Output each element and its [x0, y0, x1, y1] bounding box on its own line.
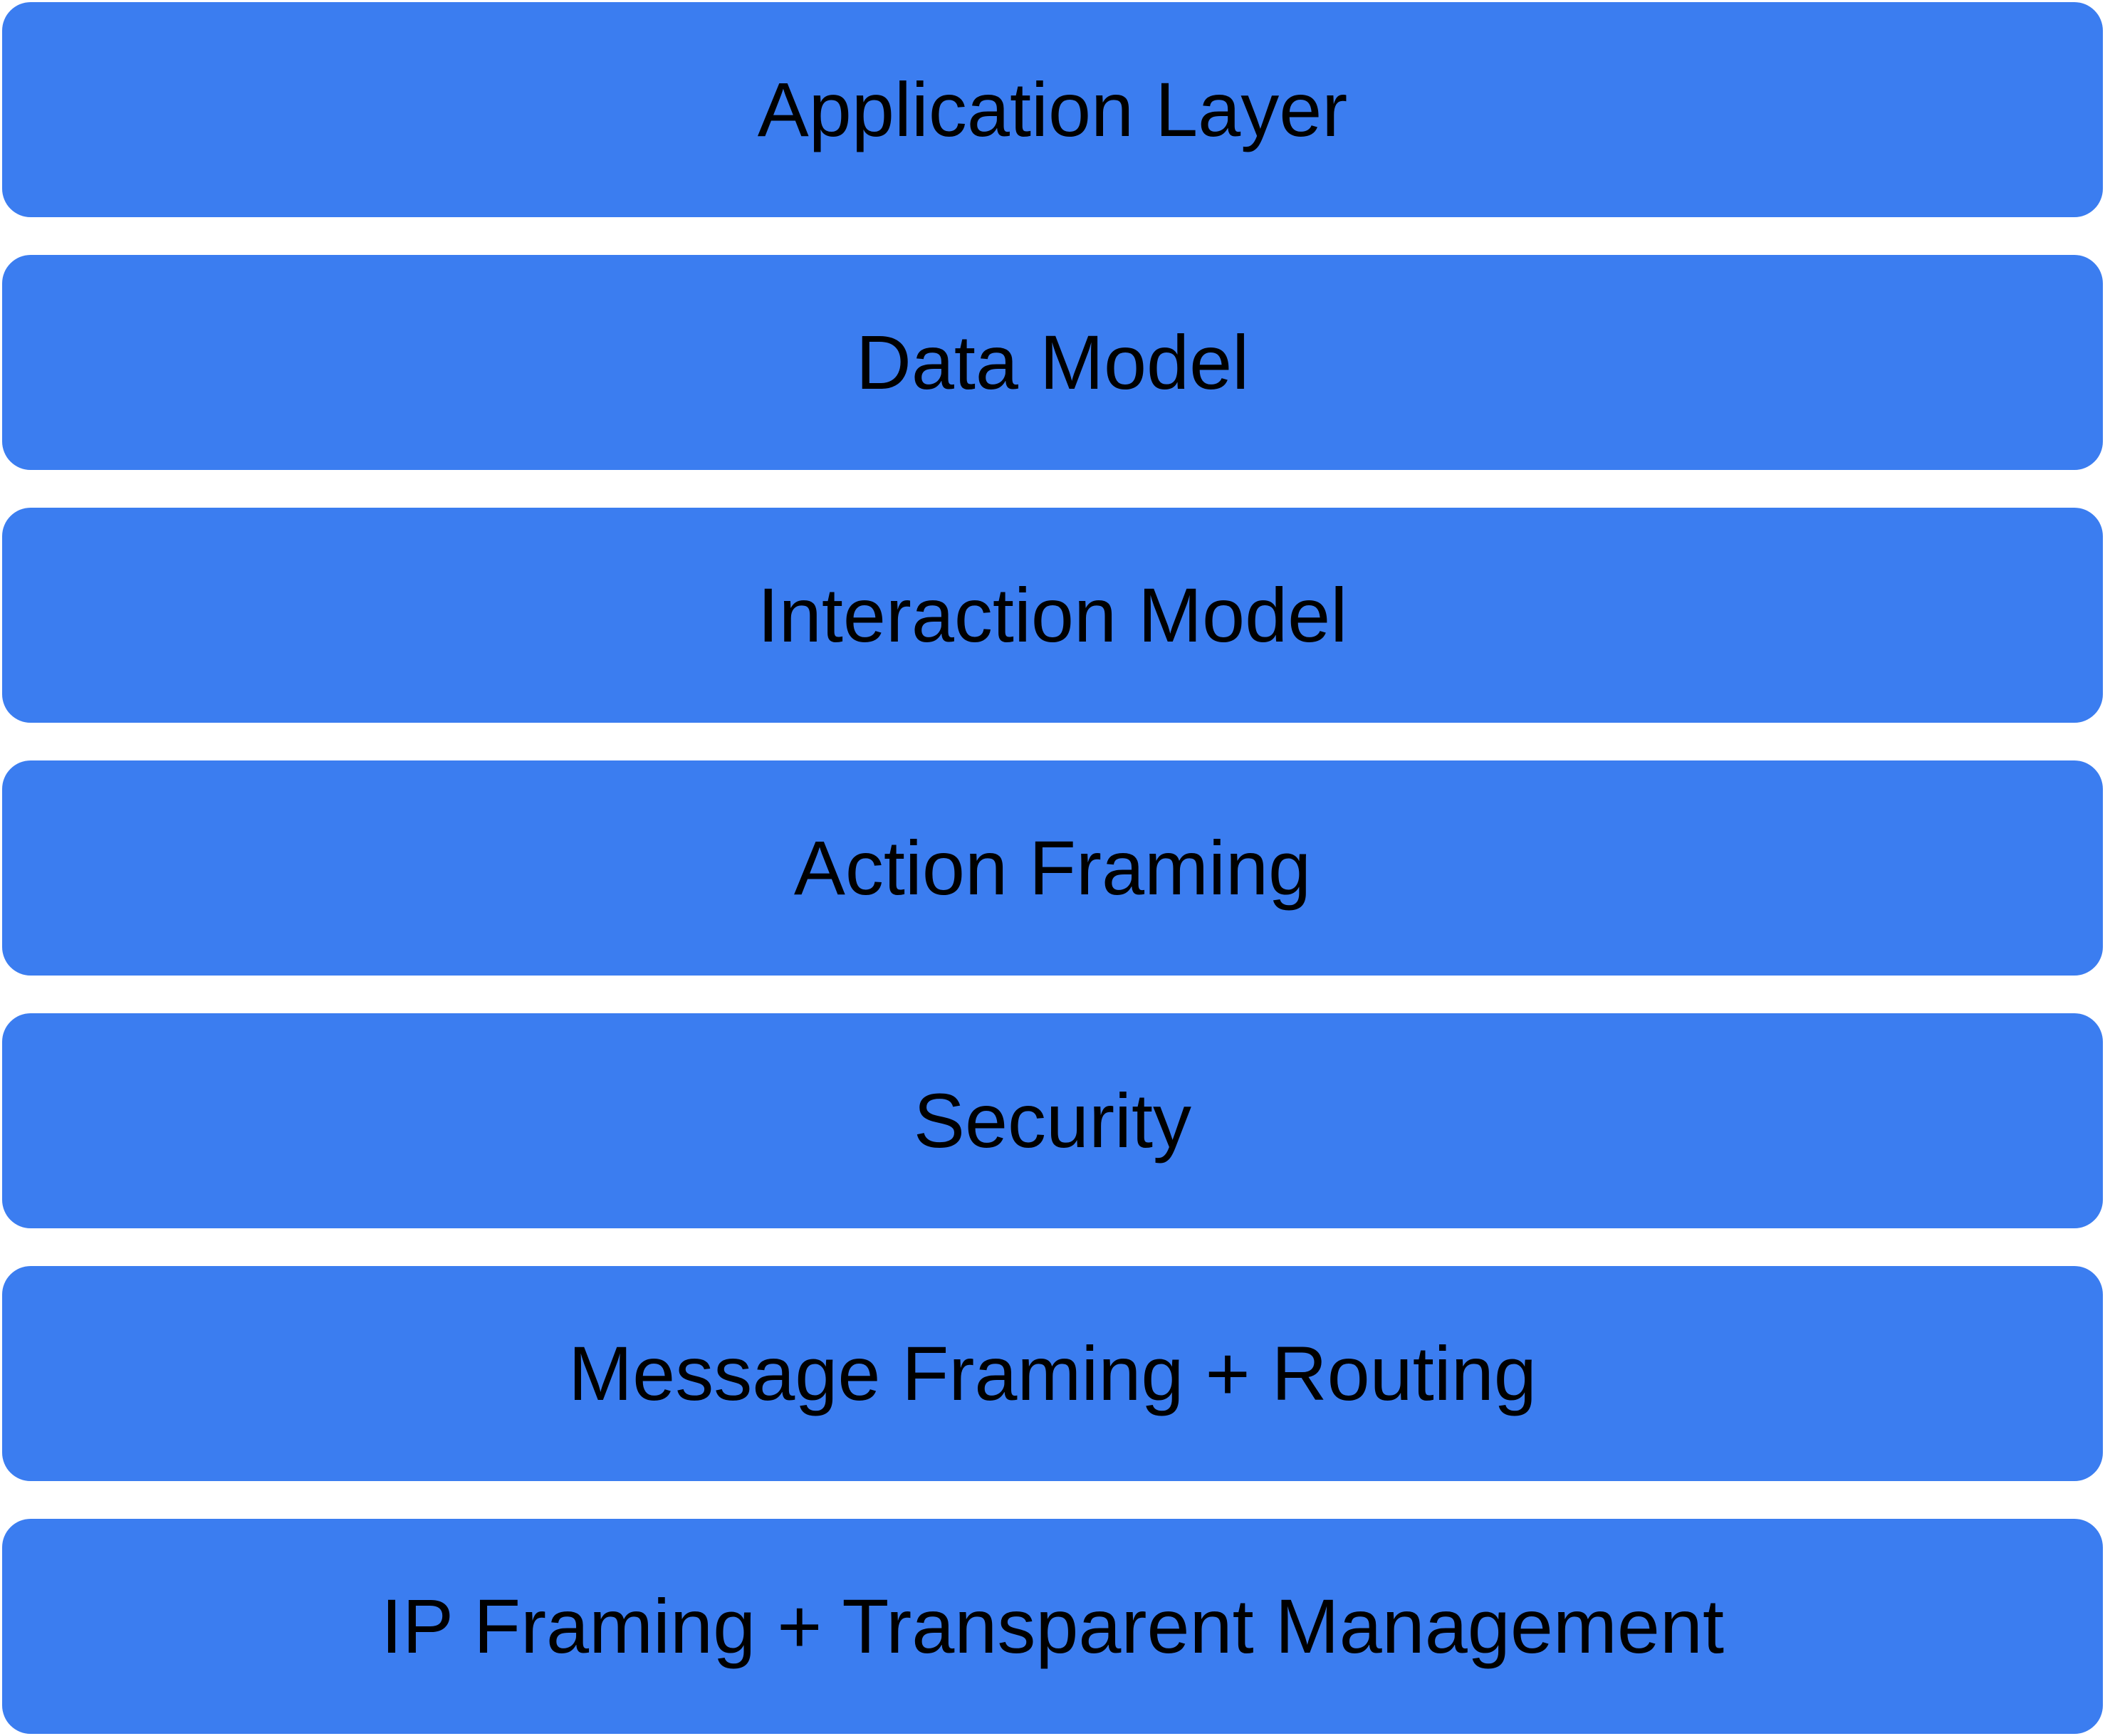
layer-security-label: Security	[913, 1077, 1192, 1164]
layer-message-framing-routing-label: Message Framing + Routing	[568, 1330, 1537, 1416]
layer-interaction-model: Interaction Model	[2, 508, 2103, 723]
layer-application-label: Application Layer	[757, 66, 1348, 152]
layer-ip-framing-transparent-management: IP Framing + Transparent Management	[2, 1519, 2103, 1734]
layer-data-model-label: Data Model	[855, 319, 1250, 405]
layer-ip-framing-transparent-management-label: IP Framing + Transparent Management	[381, 1583, 1724, 1669]
layer-action-framing-label: Action Framing	[793, 825, 1312, 911]
layer-application: Application Layer	[2, 2, 2103, 217]
layer-message-framing-routing: Message Framing + Routing	[2, 1266, 2103, 1481]
layer-action-framing: Action Framing	[2, 760, 2103, 976]
layer-security: Security	[2, 1013, 2103, 1228]
layer-interaction-model-label: Interaction Model	[757, 572, 1348, 658]
layer-data-model: Data Model	[2, 255, 2103, 470]
